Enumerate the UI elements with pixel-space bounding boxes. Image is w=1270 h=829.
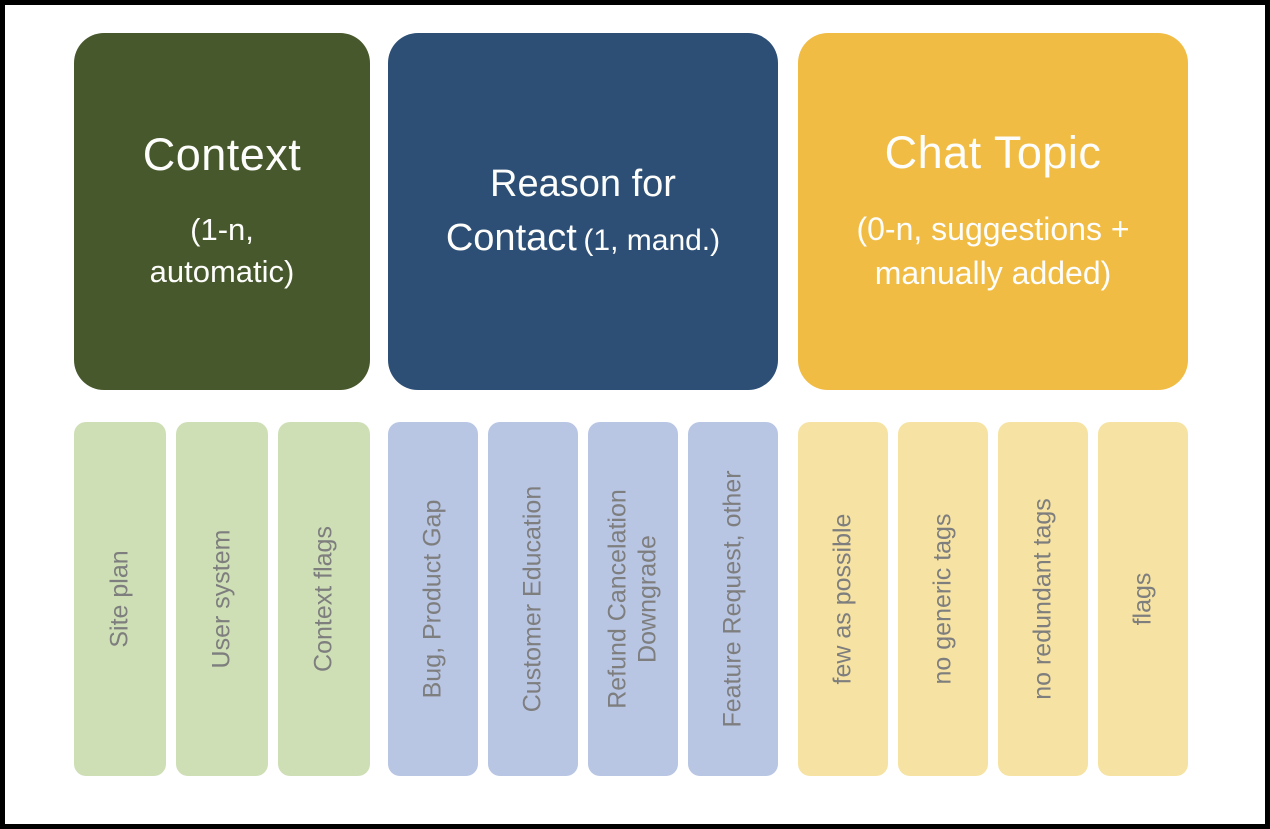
column-no-redundant-tags: no redundant tags (998, 422, 1088, 776)
context-header-card: Context (1-n, automatic) (74, 33, 370, 390)
reason-for-contact-columns: Bug, Product Gap Customer Education Refu… (388, 422, 778, 776)
column-few-as-possible: few as possible (798, 422, 888, 776)
column-feature-request-other: Feature Request, other (688, 422, 778, 776)
column-flags: flags (1098, 422, 1188, 776)
chat-topic-subtitle: (0-n, suggestions + manually added) (856, 211, 1130, 292)
context-columns: Site plan User system Context flags (74, 422, 370, 776)
chat-topic-columns: few as possible no generic tags no redun… (798, 422, 1188, 776)
group-reason-for-contact: Reason for Contact(1, mand.) Bug, Produc… (388, 33, 778, 776)
column-bug-product-gap-label: Bug, Product Gap (418, 499, 447, 699)
reason-for-contact-header-card: Reason for Contact(1, mand.) (388, 33, 778, 390)
column-customer-education: Customer Education (488, 422, 578, 776)
context-title: Context (142, 128, 302, 180)
group-chat-topic: Chat Topic (0-n, suggestions + manually … (798, 33, 1188, 776)
group-context: Context (1-n, automatic) Site plan User … (74, 33, 370, 776)
column-no-redundant-tags-label: no redundant tags (1028, 498, 1057, 700)
column-no-generic-tags-label: no generic tags (928, 513, 957, 685)
chat-topic-title: Chat Topic (884, 127, 1102, 179)
reason-for-contact-subtitle: (1, mand.) (583, 223, 721, 257)
chat-topic-header-card: Chat Topic (0-n, suggestions + manually … (798, 33, 1188, 390)
column-context-flags: Context flags (278, 422, 370, 776)
column-site-plan: Site plan (74, 422, 166, 776)
column-user-system: User system (176, 422, 268, 776)
reason-for-contact-title: Reason for Contact (445, 162, 676, 259)
column-refund-cancelation-downgrade-label: Refund Cancelation Downgrade (603, 489, 662, 709)
column-feature-request-other-label: Feature Request, other (718, 470, 747, 728)
reason-for-contact-title-block: Reason for Contact(1, mand.) (431, 158, 736, 266)
column-site-plan-label: Site plan (105, 550, 134, 648)
column-flags-label: flags (1128, 572, 1157, 626)
column-user-system-label: User system (207, 529, 236, 669)
column-customer-education-label: Customer Education (518, 485, 547, 713)
column-context-flags-label: Context flags (309, 526, 338, 672)
context-subtitle: (1-n, automatic) (149, 211, 295, 290)
column-bug-product-gap: Bug, Product Gap (388, 422, 478, 776)
column-few-as-possible-label: few as possible (828, 513, 857, 685)
column-no-generic-tags: no generic tags (898, 422, 988, 776)
column-refund-cancelation-downgrade: Refund Cancelation Downgrade (588, 422, 678, 776)
